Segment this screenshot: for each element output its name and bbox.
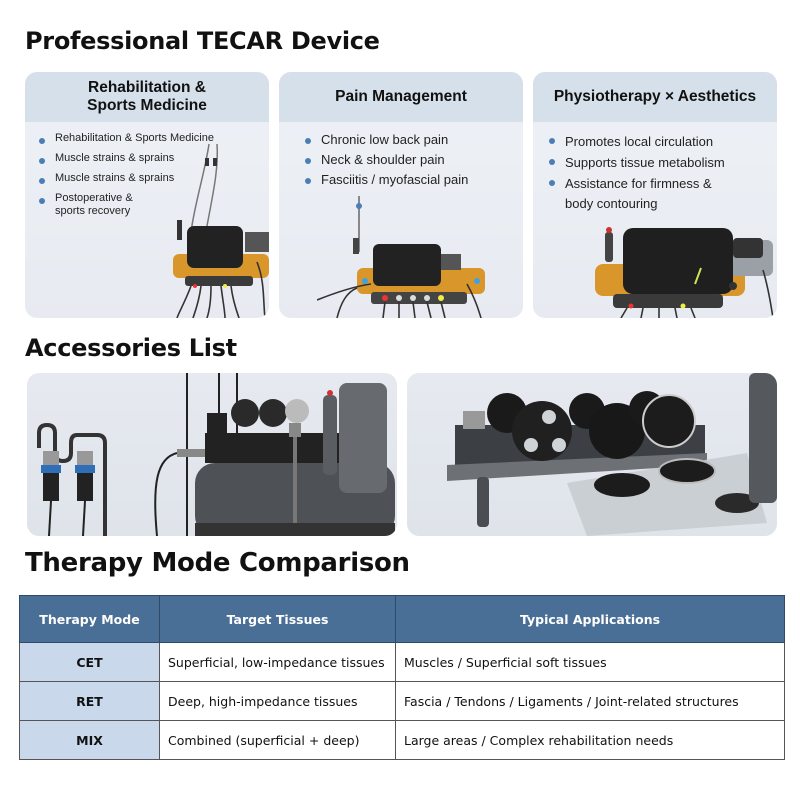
applications-cell: Large areas / Complex rehabilitation nee… — [395, 720, 785, 760]
section-title-therapy: Therapy Mode Comparison — [25, 548, 410, 578]
card-pain-management: Pain Management Chronic low back pain Ne… — [279, 72, 523, 318]
header-therapy-mode: Therapy Mode — [19, 595, 160, 643]
card-rehabilitation: Rehabilitation & Sports Medicine Rehabil… — [25, 72, 269, 318]
card-list: Rehabilitation & Sports Medicine Muscle … — [25, 122, 269, 218]
applications-cell: Fascia / Tendons / Ligaments / Joint-rel… — [395, 681, 785, 721]
target-cell: Superficial, low-impedance tissues — [159, 642, 396, 682]
applications-cell: Muscles / Superficial soft tissues — [395, 642, 785, 682]
tecar-device-image — [595, 227, 774, 318]
mode-cell: RET — [19, 681, 160, 721]
mode-cell: MIX — [19, 720, 160, 760]
card-title-line: Sports Medicine — [87, 97, 207, 114]
section-title-device: Professional TECAR Device — [25, 27, 380, 55]
card-title: Rehabilitation & Sports Medicine — [25, 72, 269, 122]
card-list: Promotes local circulation Supports tiss… — [533, 122, 777, 214]
table-row: MIX Combined (superficial + deep) Large … — [19, 720, 785, 760]
list-item: Supports tissue metabolism — [549, 153, 777, 173]
list-item: Muscle strains & sprains — [39, 172, 269, 185]
section-title-accessories: Accessories List — [25, 334, 237, 362]
target-cell: Combined (superficial + deep) — [159, 720, 396, 760]
card-title-line: Rehabilitation & — [88, 79, 206, 96]
list-item: Neck & shoulder pain — [305, 152, 523, 167]
card-title: Pain Management — [279, 72, 523, 122]
target-cell: Deep, high-impedance tissues — [159, 681, 396, 721]
header-typical-applications: Typical Applications — [395, 595, 785, 643]
accessory-image-device — [27, 373, 397, 536]
mode-cell: CET — [19, 642, 160, 682]
accessory-image-electrodes — [407, 373, 777, 536]
electrode-heads-illustration — [447, 373, 777, 536]
list-item: Rehabilitation & Sports Medicine — [39, 132, 269, 145]
card-list: Chronic low back pain Neck & shoulder pa… — [279, 122, 523, 187]
list-item: Assistance for firmness & body contourin… — [549, 174, 719, 214]
card-title: Physiotherapy × Aesthetics — [533, 72, 777, 122]
list-item: Fasciitis / myofascial pain — [305, 172, 523, 187]
table-header-row: Therapy Mode Target Tissues Typical Appl… — [19, 595, 785, 643]
device-cable-holder-illustration — [37, 373, 395, 536]
tecar-device-image — [173, 143, 269, 318]
list-item: Chronic low back pain — [305, 132, 523, 147]
table-row: RET Deep, high-impedance tissues Fascia … — [19, 681, 785, 721]
tecar-device-image — [317, 196, 485, 318]
list-item: Promotes local circulation — [549, 132, 777, 152]
card-physiotherapy-aesthetics: Physiotherapy × Aesthetics Promotes loca… — [533, 72, 777, 318]
therapy-mode-table: Therapy Mode Target Tissues Typical Appl… — [19, 595, 785, 760]
list-item: Muscle strains & sprains — [39, 152, 269, 165]
table-row: CET Superficial, low-impedance tissues M… — [19, 642, 785, 682]
list-item: Postoperative & sports recovery — [39, 192, 149, 218]
header-target-tissues: Target Tissues — [159, 595, 396, 643]
